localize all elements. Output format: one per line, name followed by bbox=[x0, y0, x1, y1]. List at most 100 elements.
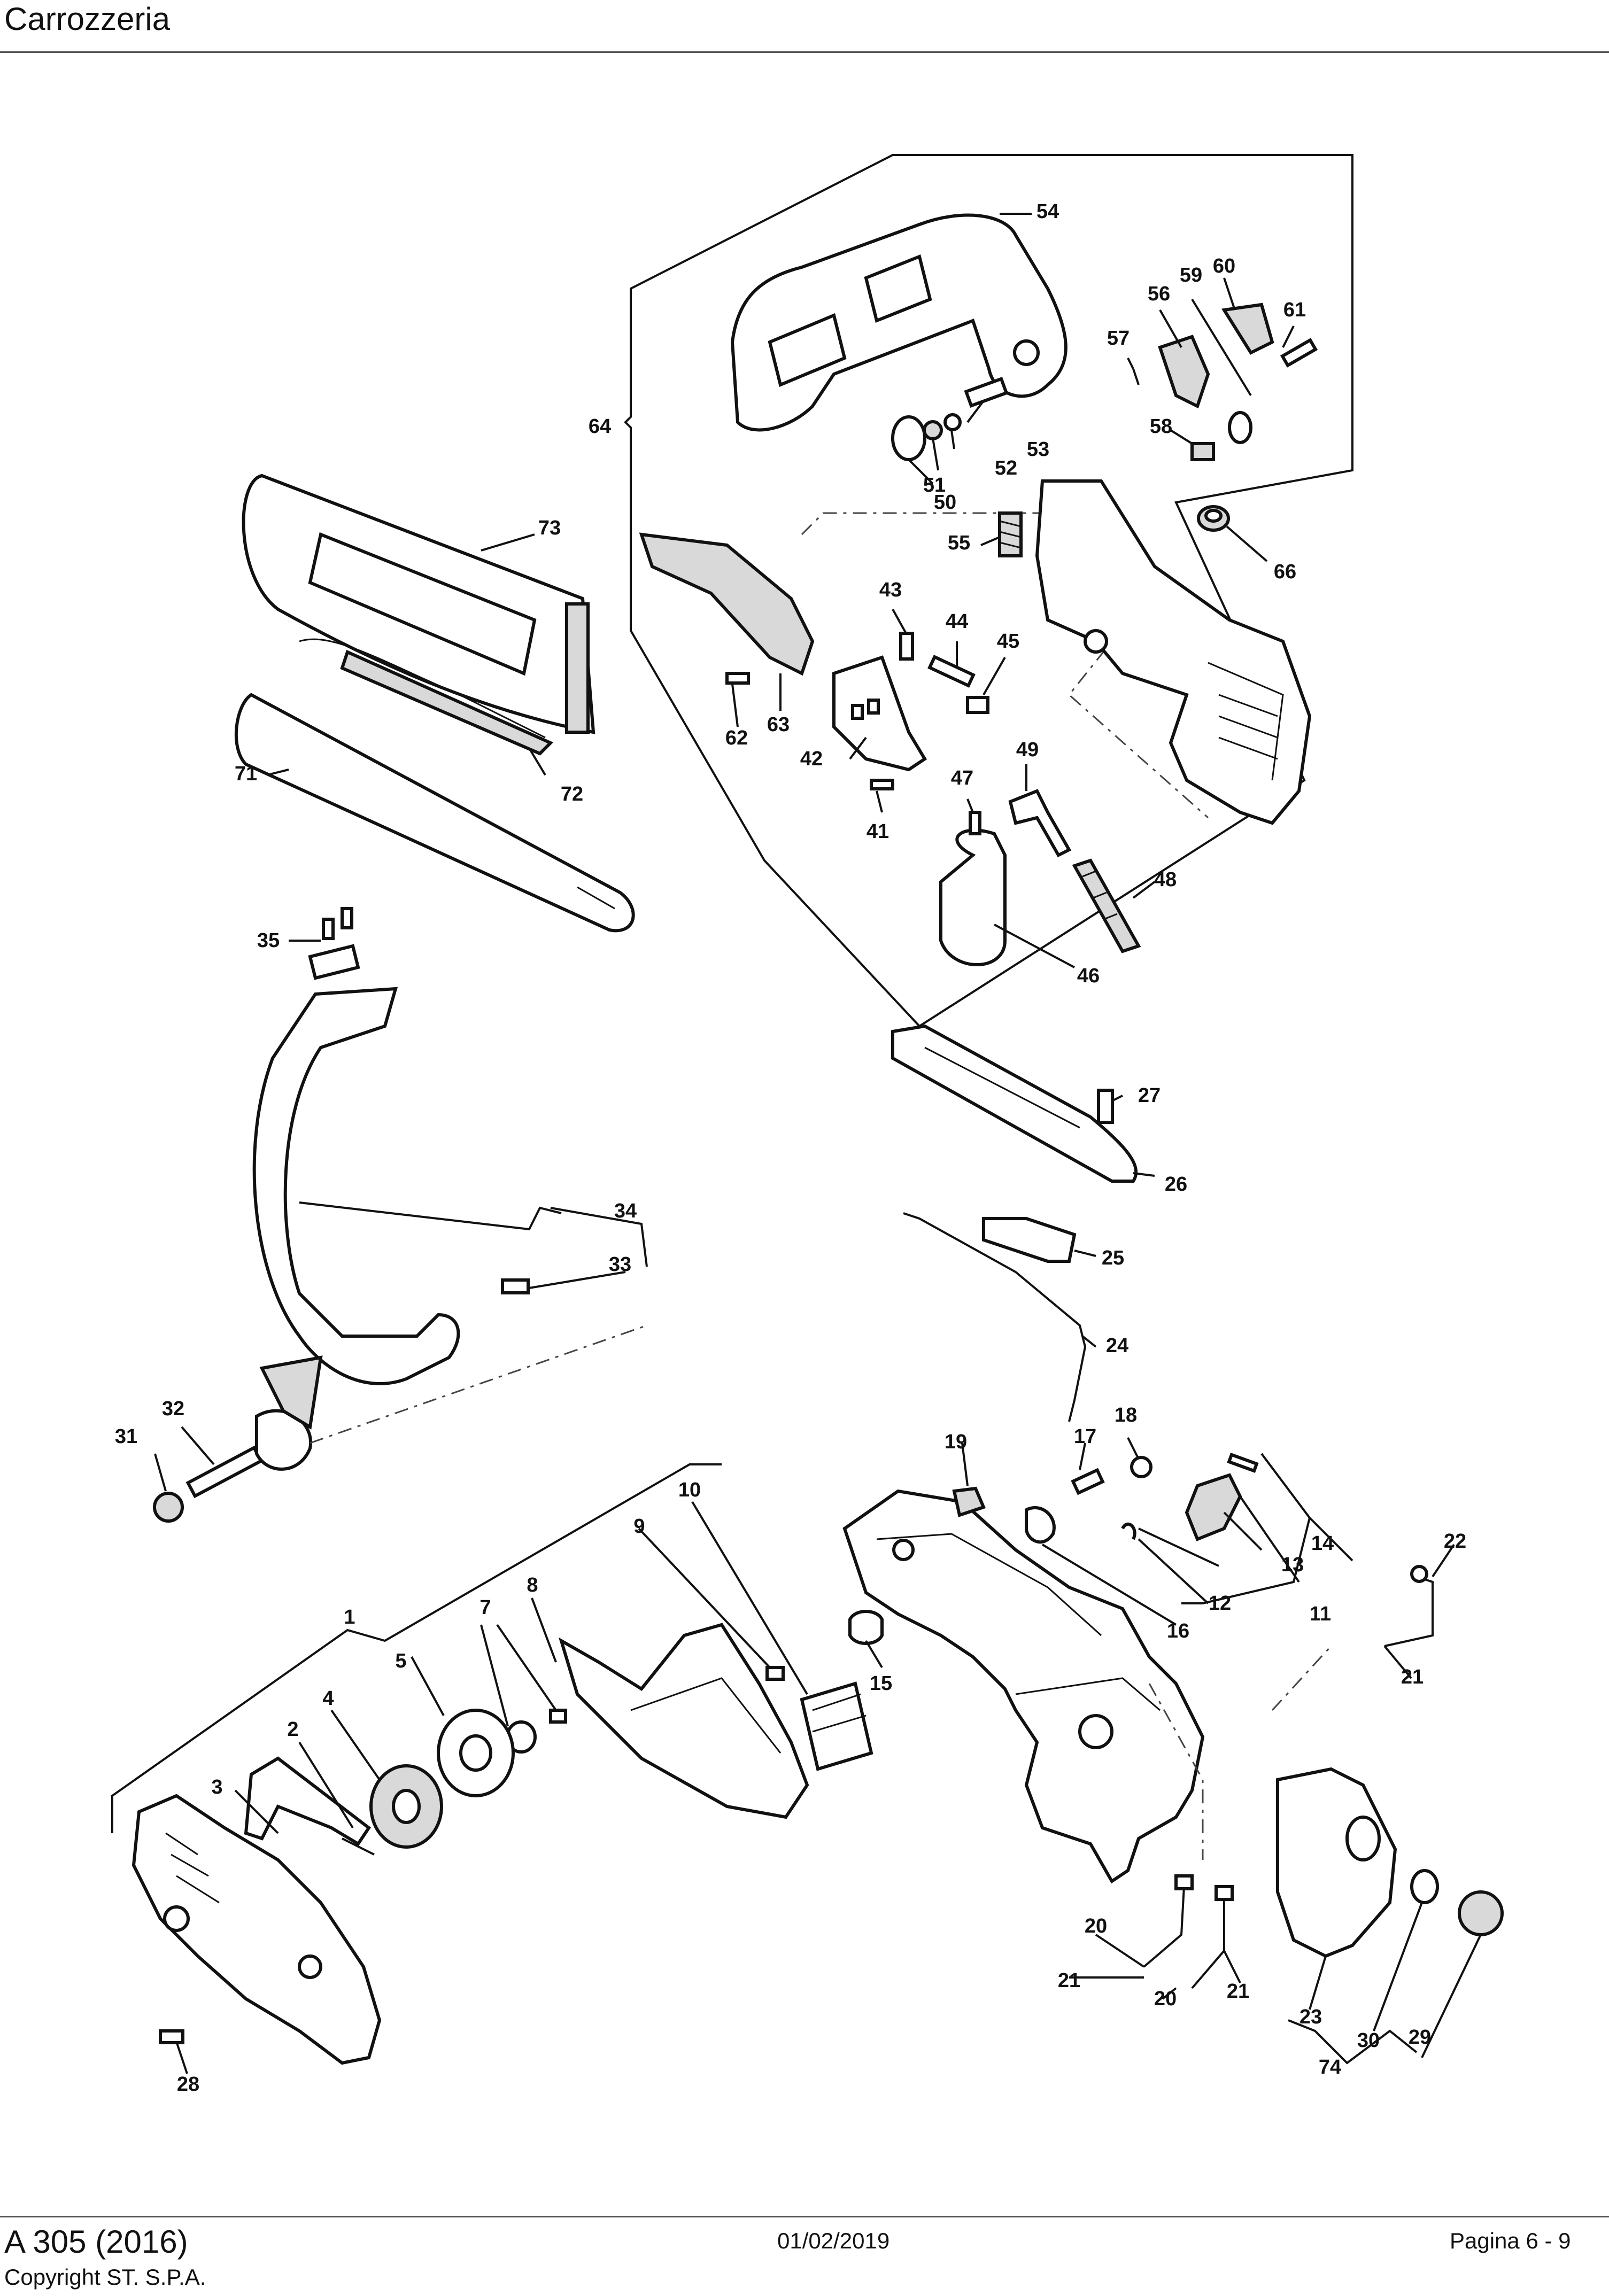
starter-cover bbox=[131, 1794, 382, 2065]
callout-16: 16 bbox=[1167, 1620, 1189, 1642]
spring-48 bbox=[1072, 858, 1141, 953]
bushing-66 bbox=[1197, 505, 1230, 532]
callout-21-upper: 21 bbox=[1401, 1666, 1424, 1688]
callout-10: 10 bbox=[678, 1479, 701, 1501]
callout-9: 9 bbox=[633, 1515, 645, 1538]
brake-band-46 bbox=[939, 828, 1007, 966]
callout-7: 7 bbox=[479, 1596, 491, 1619]
callout-52: 52 bbox=[995, 457, 1017, 479]
callout-58: 58 bbox=[1150, 415, 1172, 438]
callout-21-left: 21 bbox=[1058, 1969, 1080, 1992]
callout-31: 31 bbox=[115, 1425, 137, 1448]
spring-pin-group bbox=[891, 377, 1009, 461]
callout-27: 27 bbox=[1138, 1084, 1161, 1107]
callout-25: 25 bbox=[1102, 1247, 1124, 1269]
callout-33: 33 bbox=[609, 1253, 631, 1276]
rod-24 bbox=[903, 1212, 1087, 1422]
callout-59: 59 bbox=[1180, 264, 1202, 286]
callout-3: 3 bbox=[211, 1776, 222, 1798]
screws-upper bbox=[725, 632, 989, 790]
callout-50: 50 bbox=[934, 491, 956, 514]
callout-43: 43 bbox=[879, 579, 902, 601]
callout-72: 72 bbox=[561, 783, 583, 805]
bar-cover-73 bbox=[242, 474, 595, 734]
callout-47: 47 bbox=[951, 767, 973, 789]
group-bracket-74 bbox=[1288, 2019, 1418, 2065]
group-bracket-64 bbox=[624, 154, 1353, 1028]
bracket-63 bbox=[639, 532, 815, 676]
lever-25 bbox=[982, 1217, 1077, 1263]
callout-66: 66 bbox=[1274, 561, 1296, 583]
footer-divider bbox=[0, 2216, 1609, 2217]
callout-24: 24 bbox=[1106, 1335, 1128, 1357]
callout-19: 19 bbox=[945, 1431, 967, 1453]
callout-20-left: 20 bbox=[1085, 1915, 1107, 1937]
group-bracket-11 bbox=[1181, 1453, 1353, 1604]
callout-30: 30 bbox=[1357, 2029, 1380, 2052]
engine-housing bbox=[842, 1489, 1205, 1884]
lever-49 bbox=[969, 789, 1072, 857]
leader-lines bbox=[154, 213, 1482, 2074]
washers-7 bbox=[506, 1709, 567, 1754]
callout-42: 42 bbox=[800, 748, 823, 770]
page-title: Carrozzeria bbox=[4, 1, 171, 37]
callout-49: 49 bbox=[1016, 739, 1039, 761]
ring-30 bbox=[1410, 1869, 1439, 1904]
fuel-tank-23 bbox=[1276, 1767, 1397, 1958]
callout-28: 28 bbox=[177, 2073, 199, 2096]
callout-63: 63 bbox=[767, 713, 790, 736]
callout-34: 34 bbox=[614, 1200, 637, 1222]
footer-copyright: Copyright ST. S.P.A. bbox=[4, 2264, 206, 2290]
callout-35: 35 bbox=[257, 929, 280, 952]
rear-handle-housing bbox=[1035, 479, 1312, 825]
front-handle-34 bbox=[252, 987, 648, 1385]
header-divider bbox=[0, 51, 1609, 53]
starter-handle-3 bbox=[244, 1756, 375, 1856]
callout-48: 48 bbox=[1154, 868, 1177, 891]
callout-54: 54 bbox=[1036, 200, 1059, 223]
callout-29: 29 bbox=[1409, 2026, 1431, 2049]
spring-cassette-4 bbox=[369, 1764, 443, 1849]
callout-26: 26 bbox=[1165, 1173, 1187, 1196]
callout-61: 61 bbox=[1283, 299, 1306, 321]
footer-date: 01/02/2019 bbox=[777, 2228, 890, 2253]
callout-73: 73 bbox=[538, 517, 561, 539]
callout-74: 74 bbox=[1319, 2056, 1341, 2078]
callout-55: 55 bbox=[948, 532, 970, 554]
screws-35 bbox=[308, 907, 360, 980]
muffler-10 bbox=[800, 1681, 873, 1771]
chain-72 bbox=[299, 638, 554, 756]
footer-page-number: Pagina 6 - 9 bbox=[1450, 2228, 1571, 2253]
cap-29 bbox=[1458, 1890, 1504, 1936]
callout-51: 51 bbox=[923, 474, 946, 497]
callout-14: 14 bbox=[1311, 1532, 1334, 1555]
callout-41: 41 bbox=[867, 820, 889, 843]
callout-labels: 54 60 59 56 61 57 64 53 52 51 50 58 73 5… bbox=[115, 200, 1466, 2096]
callout-13: 13 bbox=[1281, 1554, 1304, 1576]
guide-bar-71 bbox=[234, 693, 635, 933]
callout-60: 60 bbox=[1213, 255, 1235, 277]
group-bracket-1 bbox=[111, 1463, 722, 1833]
screw-27 bbox=[1097, 1089, 1114, 1124]
callout-17: 17 bbox=[1074, 1425, 1096, 1448]
callout-20-right: 21 bbox=[1227, 1980, 1249, 2003]
callout-62: 62 bbox=[725, 727, 748, 749]
callout-2: 2 bbox=[287, 1718, 298, 1741]
callout-5: 5 bbox=[395, 1650, 406, 1672]
callout-23: 23 bbox=[1299, 2006, 1322, 2028]
callout-57: 57 bbox=[1107, 327, 1130, 350]
callout-18: 18 bbox=[1115, 1404, 1137, 1426]
callout-56: 56 bbox=[1148, 283, 1170, 305]
callout-21-lower: 20 bbox=[1154, 1988, 1177, 2010]
callout-71: 71 bbox=[235, 763, 257, 785]
callout-22: 22 bbox=[1444, 1530, 1466, 1553]
callout-64: 64 bbox=[589, 415, 611, 438]
callout-4: 4 bbox=[322, 1687, 334, 1710]
plate-42 bbox=[832, 655, 927, 772]
callout-53: 53 bbox=[1027, 438, 1049, 461]
callout-8: 8 bbox=[527, 1574, 538, 1596]
pulley-5 bbox=[437, 1709, 515, 1797]
callout-1: 1 bbox=[344, 1606, 355, 1628]
callout-11: 11 bbox=[1310, 1603, 1331, 1625]
